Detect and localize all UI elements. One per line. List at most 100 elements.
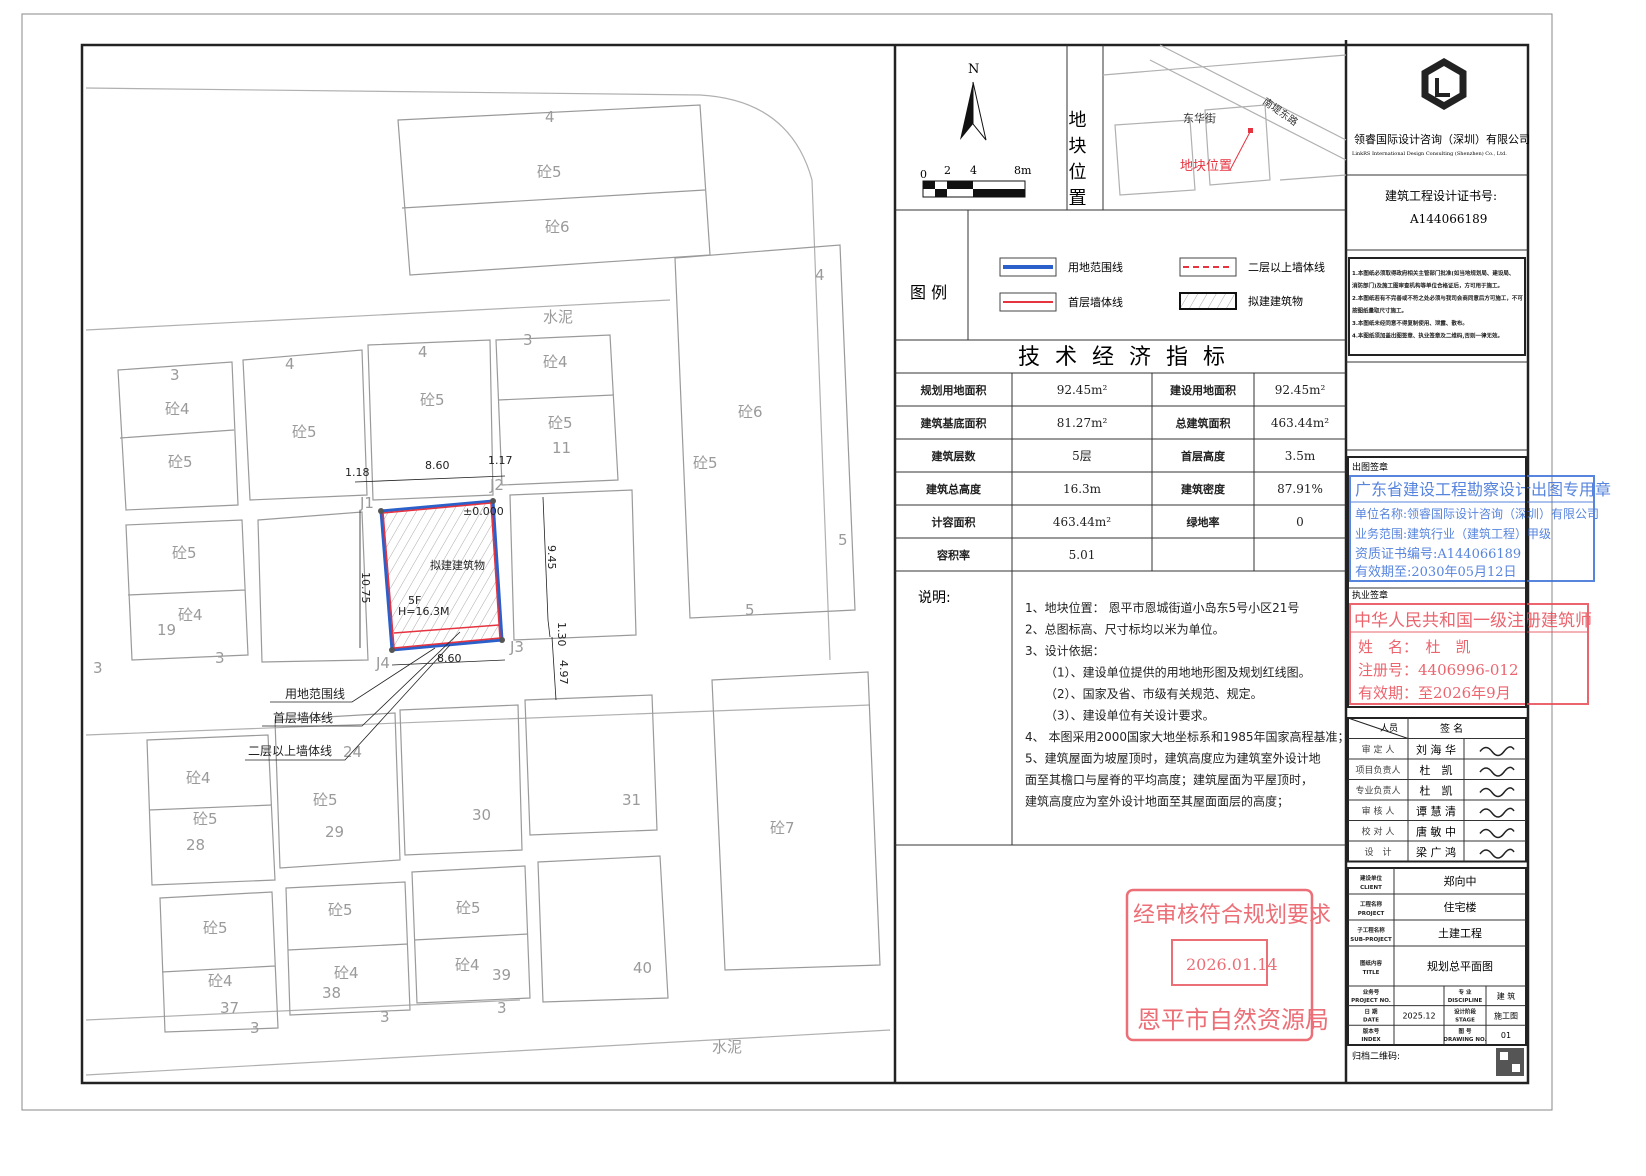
dim-left-offset: 1.18: [345, 466, 370, 479]
plan-label: 3: [523, 331, 533, 349]
meta-label-cn: 设计阶段: [1454, 1008, 1477, 1016]
project-value: 郑向中: [1444, 874, 1477, 888]
building-outline: [399, 704, 523, 856]
meta-label-en: STAGE: [1455, 1018, 1475, 1024]
signer-name: 杜 凯: [1420, 763, 1453, 777]
legend-label: 首层墙体线: [1068, 295, 1123, 309]
signature-icon: [1479, 766, 1515, 777]
building-outline: [367, 339, 494, 501]
legend-item-ground-wall: 首层墙体线: [999, 292, 1123, 312]
meta-value: 建 筑: [1497, 991, 1516, 1001]
disclaimer-item: 4.本图纸须加盖出图签章、执业签章及二维码,否则一律无效。: [1352, 332, 1503, 340]
plan-label: 4: [815, 266, 825, 284]
plan-label: 3: [93, 659, 103, 677]
plan-label: 砼5: [292, 423, 317, 441]
note-item: 面至其檐口与屋脊的平均高度；建筑屋面为平屋顶时，: [1025, 772, 1313, 787]
tech-label: 建筑密度: [1181, 482, 1226, 496]
plan-label: 3: [380, 1008, 390, 1026]
scale-tick: 0: [920, 168, 927, 181]
plan-label: 砼6: [738, 403, 763, 421]
signer-name: 唐 敏 中: [1416, 825, 1456, 839]
callout-leaders: [245, 631, 461, 761]
corner-points: [378, 498, 505, 653]
road-edge: [85, 87, 831, 661]
company-name: 领睿国际设计咨询（深圳）有限公司: [1354, 132, 1530, 146]
scale-bar: 0 2 4 8m: [920, 164, 1032, 198]
tech-value: 81.27m²: [1057, 416, 1108, 430]
signer-role: 审 核 人: [1362, 805, 1395, 817]
plan-label: 砼5: [168, 453, 193, 471]
tech-label: 建设用地面积: [1170, 383, 1236, 397]
legend-item-site-boundary: 用地范围线: [999, 257, 1123, 277]
signer-role: 项目负责人: [1355, 764, 1400, 776]
callout-site-boundary: 用地范围线: [285, 687, 345, 701]
disclaimer-item: 3.本图纸未经同意不得复制使用、泄露、散布。: [1352, 319, 1468, 327]
company-name-en: LinkRS International Design Consulting (…: [1352, 150, 1507, 157]
road-donghua: 东华街: [1183, 111, 1216, 125]
seal-line: 有效期：至2026年9月: [1358, 684, 1511, 702]
elevation-label: ±0.000: [463, 505, 504, 518]
plan-label: 砼4: [178, 606, 203, 624]
project-label-cn: 建设单位: [1360, 874, 1383, 882]
note-item: 5、建筑屋面为坡屋顶时，建筑高度应为建筑室外设计地: [1025, 751, 1321, 766]
project-label-en: PROJECT: [1358, 911, 1385, 917]
tech-table-title: 技 术 经 济 指 标: [1018, 345, 1229, 370]
plan-label: 砼5: [537, 163, 562, 181]
seal-line: 经审核符合规划要求: [1133, 903, 1331, 928]
plan-label: 砼5: [328, 901, 353, 919]
road-edge: [85, 704, 871, 736]
tech-label: 规划用地面积: [921, 383, 987, 397]
signer-row: 专业负责人杜 凯: [1348, 779, 1526, 798]
plan-label: 砼5: [693, 454, 718, 472]
plan-label: 砼7: [770, 819, 795, 837]
plan-label: 砼5: [172, 544, 197, 562]
tech-value: 0: [1296, 515, 1304, 529]
road-edge: [85, 1029, 891, 1076]
building-outline: [397, 104, 711, 276]
plan-label: 砼4: [543, 353, 568, 371]
plan-label: 3: [170, 366, 180, 384]
dim-gap: 1.30: [555, 622, 568, 647]
building-outline: [509, 489, 637, 641]
site-boundary-line: [379, 499, 504, 652]
signature-icon: [1479, 828, 1515, 839]
legend-label: 用地范围线: [1068, 260, 1123, 274]
location-title-text: 地块位置: [1066, 110, 1087, 214]
seal-line: 恩平市自然资源局: [1137, 1006, 1329, 1034]
scale-tick: 4: [970, 164, 977, 177]
architect-seal: 中华人民共和国一级注册建筑师 姓 名： 杜 凯 注册号：4406996-012 …: [1349, 603, 1592, 705]
outer-frame: [21, 13, 1553, 1111]
point-j4: J4: [375, 654, 390, 672]
meta-value: 2025.12: [1402, 1012, 1435, 1021]
site-plan: 4砼5砼6水泥4砼6砼5553砼4砼54砼54砼53砼4砼511砼5砼41933…: [85, 87, 891, 1076]
tech-value: 463.44m²: [1053, 515, 1111, 529]
dim-bottom-width: 8.60: [437, 652, 462, 665]
meta-label-en: DATE: [1363, 1018, 1379, 1024]
cert-number: A144066189: [1409, 212, 1487, 226]
plan-label: 水泥: [543, 308, 573, 326]
project-label-cn: 子工程名称: [1357, 926, 1385, 934]
seal-line: 广东省建设工程勘察设计出图专用章: [1355, 480, 1611, 499]
plan-label: 29: [325, 823, 344, 841]
planning-approval-seal: 经审核符合规划要求 2026.01.14 恩平市自然资源局: [1125, 888, 1331, 1042]
signer-row: 审 定 人刘 海 华: [1348, 738, 1526, 757]
building-outline: [674, 244, 856, 619]
signature-icon: [1479, 807, 1515, 818]
location-map: 东华街 南堤东路 地块位置: [1102, 44, 1347, 196]
plan-label: 38: [322, 984, 341, 1002]
signer-name: 梁 广 鸿: [1416, 845, 1456, 859]
tech-value: 92.45m²: [1057, 383, 1108, 397]
plan-label: 3: [215, 649, 225, 667]
callout-ground-floor-wall: 首层墙体线: [273, 711, 333, 725]
meta-label-en: DISCIPLINE: [1448, 998, 1483, 1004]
building-outline: [125, 519, 249, 661]
meta-label-cn: 业务号: [1363, 988, 1380, 996]
location-title: 地块位置: [1066, 110, 1087, 214]
building-outline: [495, 334, 619, 486]
plan-labels: 4砼5砼6水泥4砼6砼5553砼4砼54砼54砼53砼4砼511砼5砼41933…: [93, 108, 848, 1056]
disclaimer-item: 按图纸量取尺寸施工。: [1352, 307, 1407, 315]
